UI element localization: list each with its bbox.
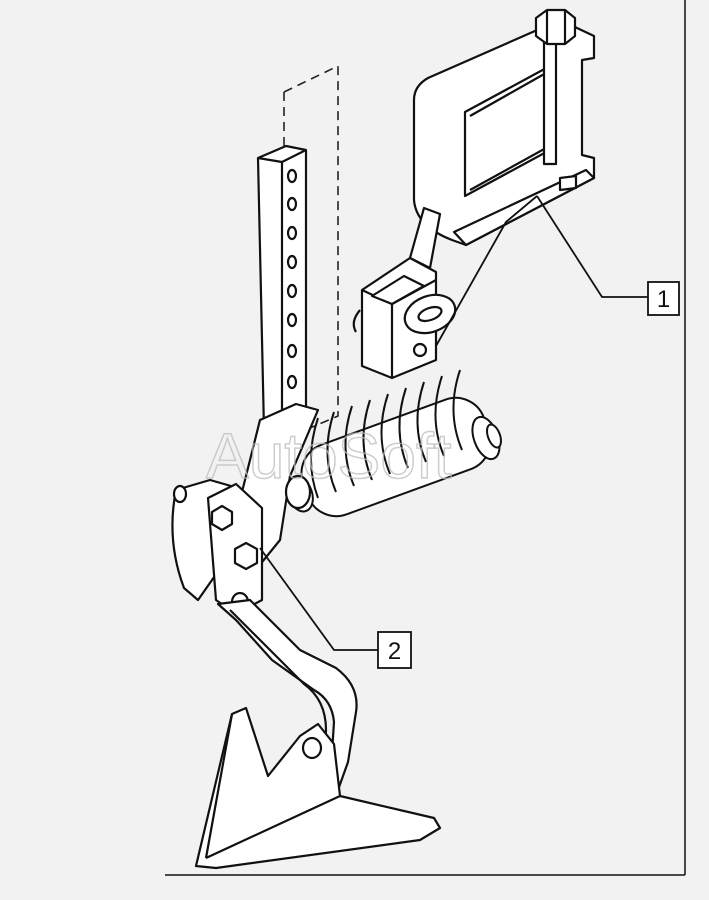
- callout-1: 1: [647, 281, 680, 316]
- callout-1-label: 1: [657, 286, 670, 313]
- shank-holes: [286, 168, 298, 390]
- leader-lines: [259, 195, 648, 651]
- tine-and-share: [194, 598, 442, 870]
- leader-line-1: [536, 195, 648, 298]
- diagram-frame: [165, 0, 686, 876]
- callout-2-label: 2: [388, 638, 401, 665]
- pivot-bracket: [171, 402, 320, 616]
- leader-line-2: [259, 547, 378, 651]
- leader-line-1b: [435, 195, 538, 347]
- clamp-block: [352, 206, 457, 380]
- perforated-shank: [256, 144, 308, 432]
- clamp-bracket: [412, 8, 596, 247]
- assembly-guide-dashed: [283, 64, 339, 429]
- coil-spring: [286, 369, 502, 518]
- watermark-text: AutoSoft: [206, 420, 452, 492]
- callout-2: 2: [377, 631, 412, 669]
